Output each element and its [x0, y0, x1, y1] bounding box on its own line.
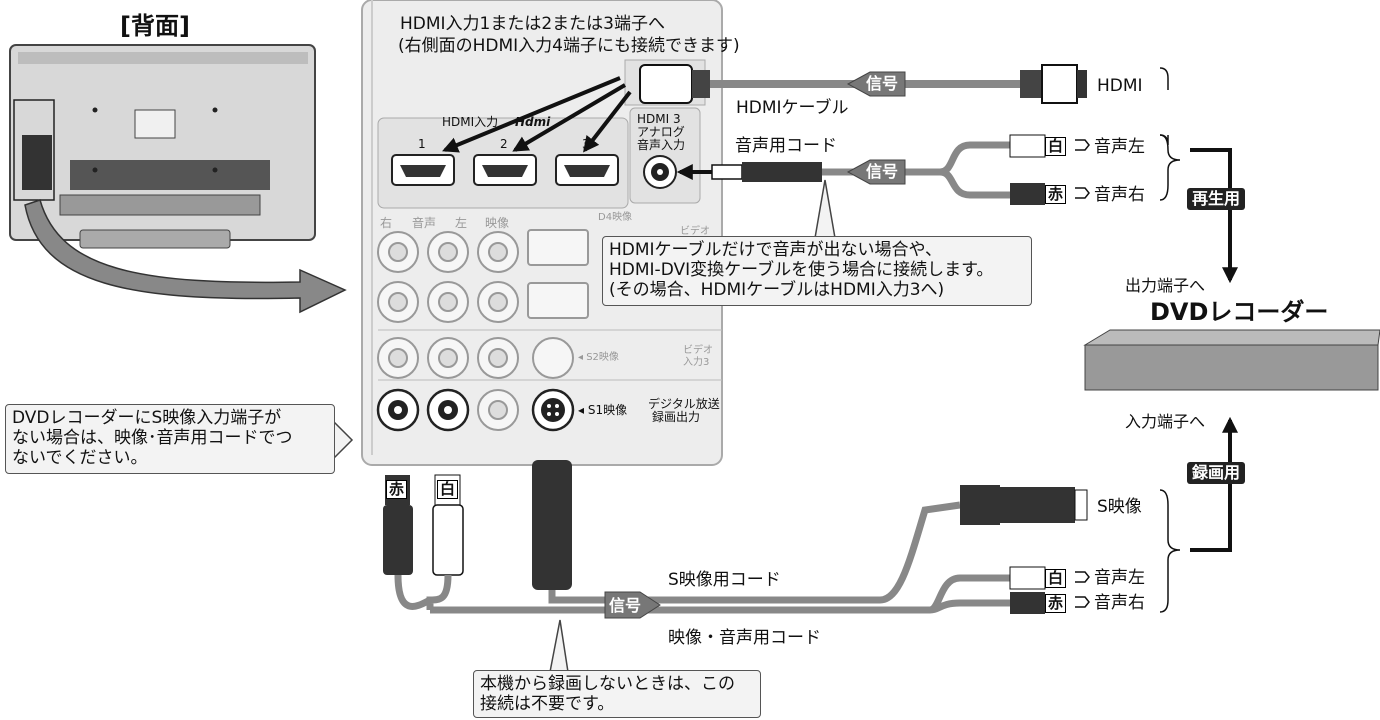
hdmi-port-1: 1 [418, 137, 426, 151]
hdmi-cable-label: HDMIケーブル [736, 98, 849, 118]
callout-svideo-line2: ない場合は、映像･音声用コードでつ [12, 428, 293, 448]
s1-label: ◂ S1映像 [578, 403, 628, 417]
hdmi-ports [391, 154, 677, 189]
active-jacks [376, 388, 575, 432]
hdmi3-audio-line2: アナログ [637, 125, 685, 139]
record-badge: 録画用 [1187, 462, 1246, 484]
callout-svideo-line3: ないでください。 [12, 448, 148, 468]
red-plug-label-rec: 赤 [1045, 594, 1067, 613]
dvd-title: DVDレコーダー [1150, 298, 1329, 326]
hdmi3-audio-line3: 音声入力 [637, 138, 686, 152]
record-cables [383, 460, 1090, 614]
s2-label: ◂ S2映像 [578, 352, 619, 363]
svideo-label: S映像 [1097, 497, 1142, 517]
playback-audio-cable [711, 134, 1090, 205]
digital-out-line1: デジタル放送 [648, 397, 720, 411]
red-plug-label-tv: 赤 [386, 480, 408, 499]
signal-label-record: 信号 [609, 596, 642, 615]
signal-label-hdmi: 信号 [866, 74, 899, 93]
white-plug-label-rec: 白 [1045, 569, 1067, 588]
back-title: [背面] [120, 12, 190, 40]
signal-arrows [604, 71, 906, 619]
dvd-recorder [1083, 329, 1380, 391]
callout-record-line1: 本機から録画しないときは、この [480, 674, 735, 694]
brackets [1159, 67, 1181, 613]
callout-svideo: DVDレコーダーにS映像入力端子が ない場合は、映像･音声用コードでつ ないでく… [5, 404, 335, 474]
callout-hdmi-line1: HDMIケーブルだけで音声が出ない場合や、 [609, 240, 943, 260]
hdmi3-audio-line1: HDMI 3 [637, 112, 681, 126]
video3-line1: ビデオ [683, 345, 713, 356]
hdmi-end-label: HDMI [1097, 76, 1143, 96]
jack-right-label: 右 [380, 216, 393, 230]
rca-jacks [377, 229, 589, 431]
audio-right-rec: 音声右 [1094, 593, 1145, 613]
audio-left-rec: 音声左 [1094, 568, 1145, 588]
white-plug-label-play: 白 [1045, 137, 1067, 156]
playback-badge: 再生用 [1187, 188, 1246, 210]
input-to-label: 入力端子へ [1125, 412, 1206, 431]
av-cord-label: 映像・音声用コード [668, 628, 821, 648]
hdmi-panel-label: HDMI入力 [442, 115, 499, 129]
hdmi-port-2: 2 [500, 137, 508, 151]
svideo-cord-label: S映像用コード [668, 570, 781, 590]
audio-right-play: 音声右 [1094, 185, 1145, 205]
callout-record: 本機から録画しないときは、この 接続は不要です。 [473, 670, 761, 718]
zoom-arrow [24, 199, 347, 314]
callout-hdmi-line3: (その場合、HDMIケーブルはHDMI入力3へ) [609, 280, 945, 300]
hdmi-note-line2: (右側面のHDMI入力4端子にも接続できます) [398, 36, 740, 56]
digital-out-line2: 録画出力 [652, 410, 701, 424]
white-plug-label-tv: 白 [437, 480, 459, 499]
callout-hdmi-line2: HDMI-DVI変換ケーブルを使う場合に接続します。 [609, 260, 994, 280]
video-label-faded: ビデオ [680, 226, 710, 237]
hdmi-logo: Hdmi [515, 115, 551, 129]
jack-video-label: 映像 [485, 216, 510, 230]
jack-audio-label: 音声 [412, 216, 437, 230]
audio-cord-label: 音声用コード [735, 136, 837, 156]
callout-svideo-line1: DVDレコーダーにS映像入力端子が [12, 408, 282, 428]
output-to-label: 出力端子へ [1125, 276, 1206, 295]
d4-label: D4映像 [598, 212, 633, 223]
jack-left-label: 左 [455, 216, 468, 230]
callout-hdmi-audio: HDMIケーブルだけで音声が出ない場合や、 HDMI-DVI変換ケーブルを使う場… [602, 236, 1032, 306]
hdmi-note-line1: HDMI入力1または2または3端子へ [400, 14, 666, 34]
video3-line2: 入力3 [683, 357, 710, 368]
red-plug-label-play: 赤 [1045, 185, 1067, 204]
hdmi-arrows [442, 76, 632, 153]
hdmi-port-3: 3 [582, 137, 590, 151]
callout-record-line2: 接続は不要です。 [480, 694, 615, 714]
tv-rear-view [9, 44, 316, 249]
signal-label-audio: 信号 [866, 162, 899, 181]
audio-left-play: 音声左 [1094, 137, 1145, 157]
